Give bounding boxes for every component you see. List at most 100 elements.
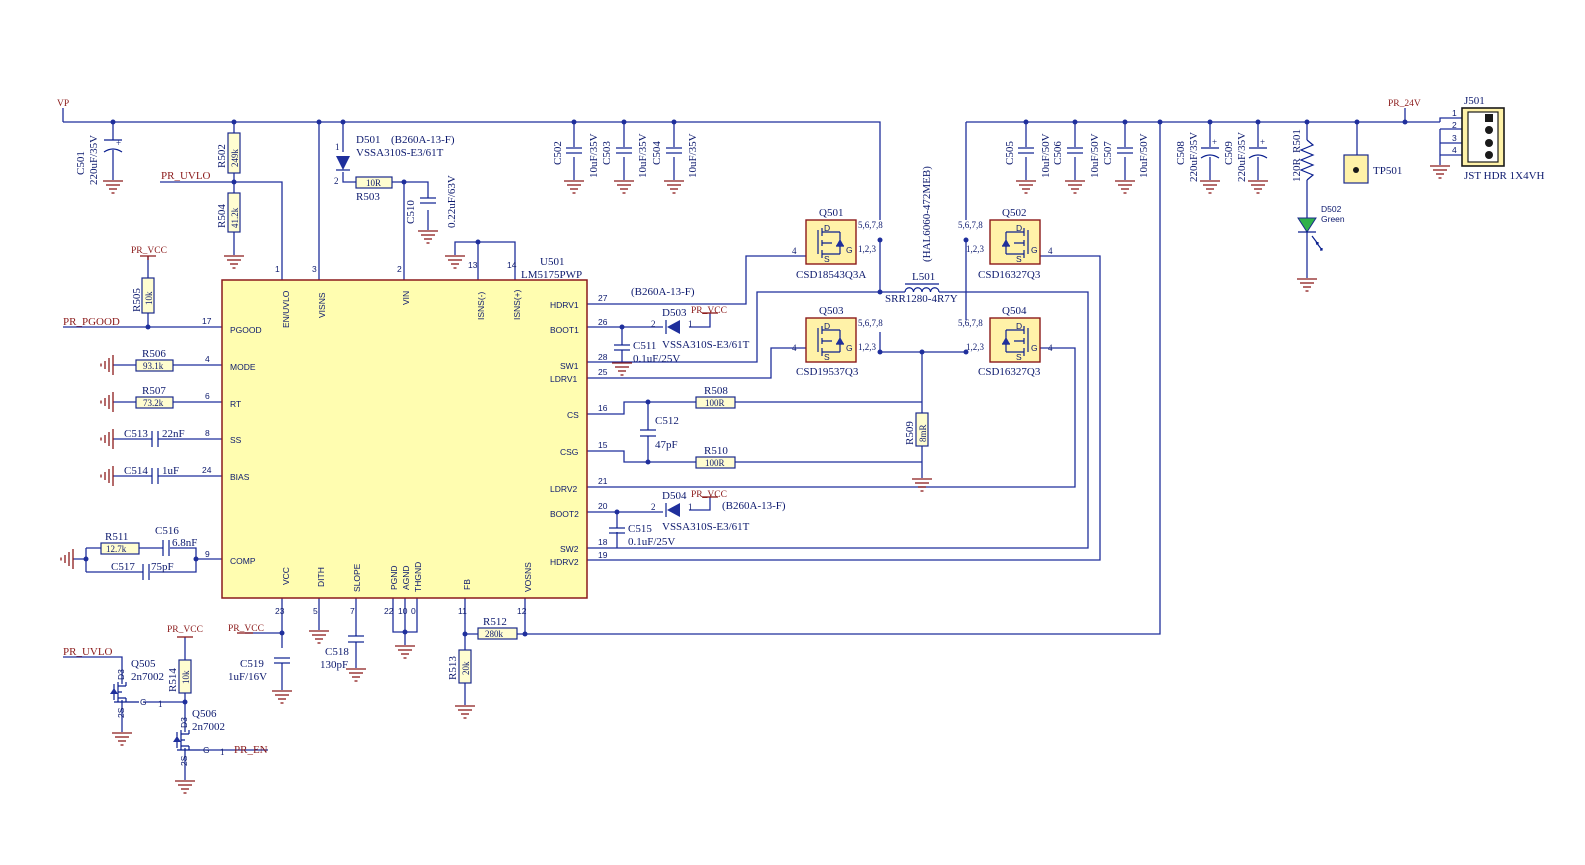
svg-text:22: 22 <box>384 606 394 616</box>
svg-text:(B260A-13-F): (B260A-13-F) <box>631 286 695 298</box>
svg-text:PGND: PGND <box>389 565 399 590</box>
svg-text:2n7002: 2n7002 <box>131 671 164 683</box>
svg-text:PGOOD: PGOOD <box>230 325 262 335</box>
svg-text:+: + <box>1212 137 1217 147</box>
svg-text:22nF: 22nF <box>162 428 185 440</box>
svg-text:R511: R511 <box>105 531 128 543</box>
svg-text:25: 25 <box>598 367 608 377</box>
svg-text:2S: 2S <box>116 707 126 718</box>
cap-c509: + C509 220uF/35V <box>1223 132 1268 182</box>
svg-text:120R: 120R <box>1291 158 1303 183</box>
resistor-r514: R514 10k <box>167 659 192 694</box>
svg-text:HDRV1: HDRV1 <box>550 300 579 310</box>
svg-text:73.2k: 73.2k <box>143 398 164 408</box>
net-pr-uvlo-2: PR_UVLO <box>63 646 113 658</box>
svg-text:220uF/35V: 220uF/35V <box>88 135 100 185</box>
cap-c510: C510 0.22uF/63V <box>405 175 458 228</box>
svg-text:S: S <box>824 254 830 264</box>
svg-text:100R: 100R <box>705 458 725 468</box>
svg-text:1,2,3: 1,2,3 <box>966 244 985 254</box>
svg-text:4: 4 <box>205 354 210 364</box>
svg-text:SLOPE: SLOPE <box>352 563 362 592</box>
svg-text:ISNS(-): ISNS(-) <box>476 292 486 321</box>
svg-text:L501: L501 <box>912 271 935 283</box>
svg-text:10uF/50V: 10uF/50V <box>1089 133 1101 178</box>
svg-text:VSSA310S-E3/61T: VSSA310S-E3/61T <box>662 521 750 533</box>
svg-text:10uF/35V: 10uF/35V <box>588 133 600 178</box>
pr-vcc-flag-d504: PR_VCC <box>691 490 727 500</box>
svg-text:C510: C510 <box>405 200 417 224</box>
svg-text:BOOT2: BOOT2 <box>550 509 579 519</box>
svg-text:C515: C515 <box>628 523 652 535</box>
svg-text:C514: C514 <box>124 465 148 477</box>
svg-text:D501: D501 <box>356 134 380 146</box>
diode-d503: 2 1 D503 (B260A-13-F) VSSA310S-E3/61T <box>631 286 750 351</box>
svg-text:5: 5 <box>313 606 318 616</box>
resistor-r505: 10k R505 <box>131 277 155 314</box>
inductor-l501: L501 SRR1280-4R7Y (HAL6060-472MEB) <box>885 166 958 305</box>
svg-text:D502: D502 <box>1321 204 1342 214</box>
svg-text:VCC: VCC <box>281 567 291 585</box>
svg-text:14: 14 <box>507 260 517 270</box>
svg-text:S: S <box>1016 254 1022 264</box>
svg-text:249k: 249k <box>230 149 240 168</box>
svg-text:12: 12 <box>517 606 527 616</box>
resistor-r506: R506 93.1k <box>135 348 174 372</box>
svg-text:SW1: SW1 <box>560 361 579 371</box>
svg-text:D: D <box>824 223 830 233</box>
svg-text:6: 6 <box>205 391 210 401</box>
svg-text:10R: 10R <box>366 178 381 188</box>
svg-text:47pF: 47pF <box>655 439 678 451</box>
svg-text:1,2,3: 1,2,3 <box>858 244 877 254</box>
cap-c513: C513 22nF <box>124 428 185 447</box>
svg-text:16: 16 <box>598 403 608 413</box>
resistor-r502: R502 249k <box>216 132 241 174</box>
svg-text:10uF/35V: 10uF/35V <box>687 133 699 178</box>
cap-c514: C514 1uF <box>124 465 179 484</box>
svg-text:PR_VCC: PR_VCC <box>167 625 203 635</box>
svg-text:2: 2 <box>397 264 402 274</box>
resistor-r501: R501 120R <box>1291 129 1315 183</box>
net-pr-en: PR_EN <box>234 744 268 756</box>
power-flags: PR_VCC PR_VCC PR_VCC PR_VCC PR_VCC <box>131 246 727 638</box>
svg-text:2n7002: 2n7002 <box>192 721 225 733</box>
svg-text:D503: D503 <box>662 307 687 319</box>
cap-c512: C512 47pF <box>640 415 679 451</box>
svg-text:19: 19 <box>598 550 608 560</box>
ic-pin-top: 1 EN/UVLO 3 VISNS 2 VIN 13 ISNS(-) 14 IS… <box>275 260 522 328</box>
svg-text:C518: C518 <box>325 646 349 658</box>
svg-text:75pF: 75pF <box>151 561 174 573</box>
svg-text:SW2: SW2 <box>560 544 579 554</box>
svg-text:VIN: VIN <box>401 291 411 305</box>
svg-text:130pF: 130pF <box>320 659 348 671</box>
svg-text:CS: CS <box>567 410 579 420</box>
svg-text:41.2k: 41.2k <box>230 207 240 228</box>
cap-c511: C511 0.1uF/25V <box>614 340 680 365</box>
svg-text:20k: 20k <box>461 661 471 675</box>
svg-text:Green: Green <box>1321 214 1345 224</box>
ic-part: LM5175PWP <box>521 269 582 281</box>
svg-text:VISNS: VISNS <box>317 292 327 318</box>
svg-text:D504: D504 <box>662 490 687 502</box>
svg-text:10k: 10k <box>181 670 191 684</box>
svg-text:R513: R513 <box>447 656 459 680</box>
cap-c518: C518 130pF <box>320 635 364 671</box>
svg-text:R512: R512 <box>483 616 507 628</box>
svg-text:TP501: TP501 <box>1373 165 1402 177</box>
svg-text:15: 15 <box>598 440 608 450</box>
svg-text:C516: C516 <box>155 525 179 537</box>
testpoint-tp501: TP501 <box>1343 154 1402 184</box>
svg-text:ISNS(+): ISNS(+) <box>512 289 522 320</box>
svg-text:R504: R504 <box>216 204 228 228</box>
svg-text:COMP: COMP <box>230 556 256 566</box>
svg-text:1uF/16V: 1uF/16V <box>228 671 267 683</box>
svg-text:R510: R510 <box>704 445 728 457</box>
svg-text:D3: D3 <box>179 717 189 728</box>
cap-c505: C505 10uF/50V <box>1004 133 1052 178</box>
svg-text:280k: 280k <box>485 629 504 639</box>
net-pr-pgood: PR_PGOOD <box>63 316 120 328</box>
svg-text:Q504: Q504 <box>1002 305 1027 317</box>
svg-text:G: G <box>1031 245 1038 255</box>
svg-text:VOSNS: VOSNS <box>523 562 533 592</box>
svg-text:17: 17 <box>202 316 212 326</box>
